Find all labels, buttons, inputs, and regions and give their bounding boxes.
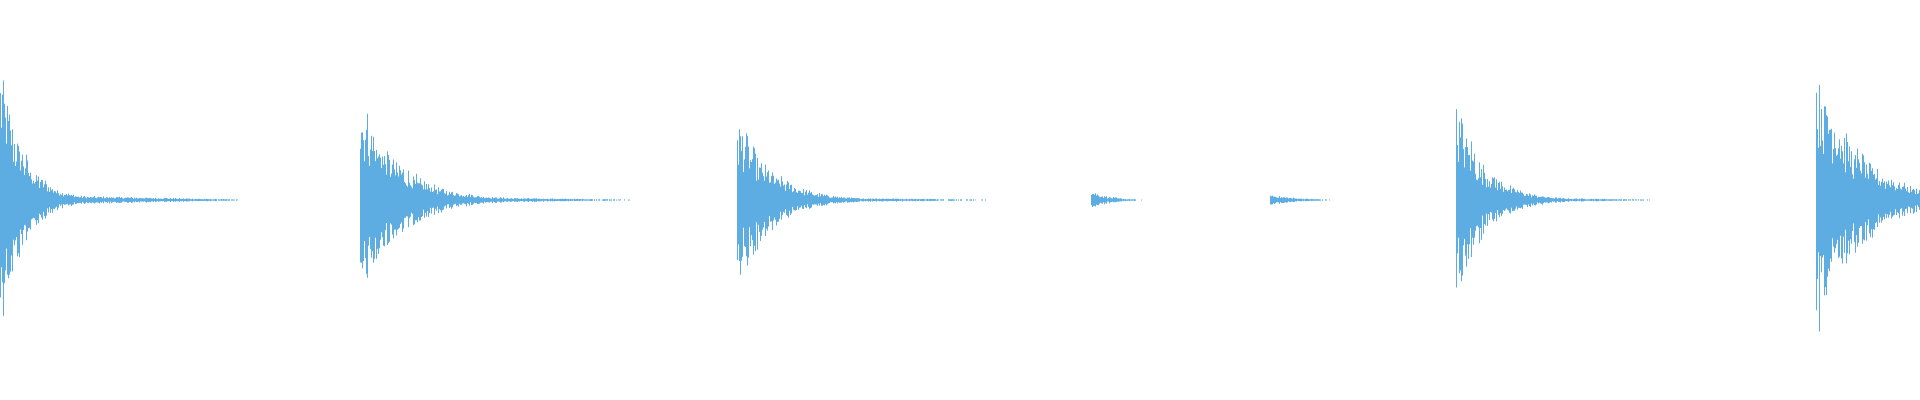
waveform-samples [0,80,1920,332]
waveform-trace [0,80,1920,332]
